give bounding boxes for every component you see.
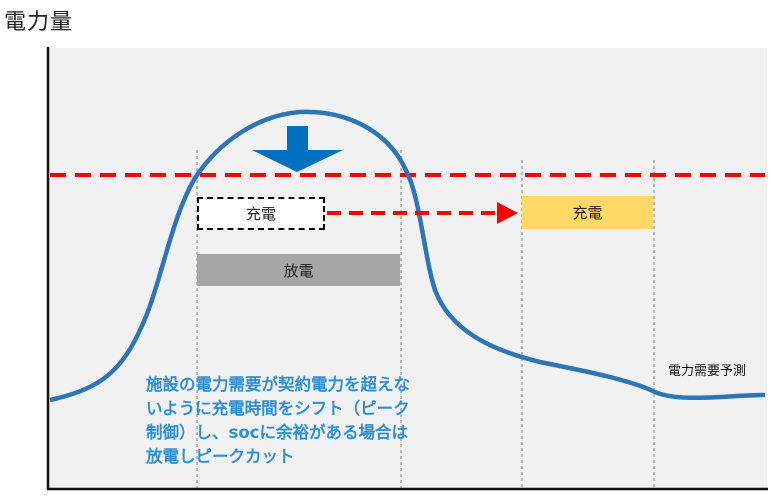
arrow-down-icon <box>252 126 343 172</box>
note-line: 施設の電力需要が契約電力を超えな <box>146 375 410 394</box>
note-line: いように充電時間をシフト（ピーク <box>146 399 410 418</box>
demand-forecast-curve <box>49 109 766 403</box>
charge-box-original: 充電 <box>197 197 325 230</box>
charge-box-shifted: 充電 <box>522 196 653 229</box>
discharge-box: 放電 <box>197 254 400 286</box>
plot-area <box>48 48 767 488</box>
note-line: 放電しピークカット <box>146 447 295 466</box>
arrow-right-icon <box>327 202 518 224</box>
explanation-note: 施設の電力需要が契約電力を超えな いように充電時間をシフト（ピーク 制御）し、s… <box>146 373 476 469</box>
curve-label: 電力需要予測 <box>668 364 747 379</box>
y-axis-title: 電力量 <box>4 10 74 35</box>
note-line: 制御）し、socに余裕がある場合は <box>146 423 408 442</box>
